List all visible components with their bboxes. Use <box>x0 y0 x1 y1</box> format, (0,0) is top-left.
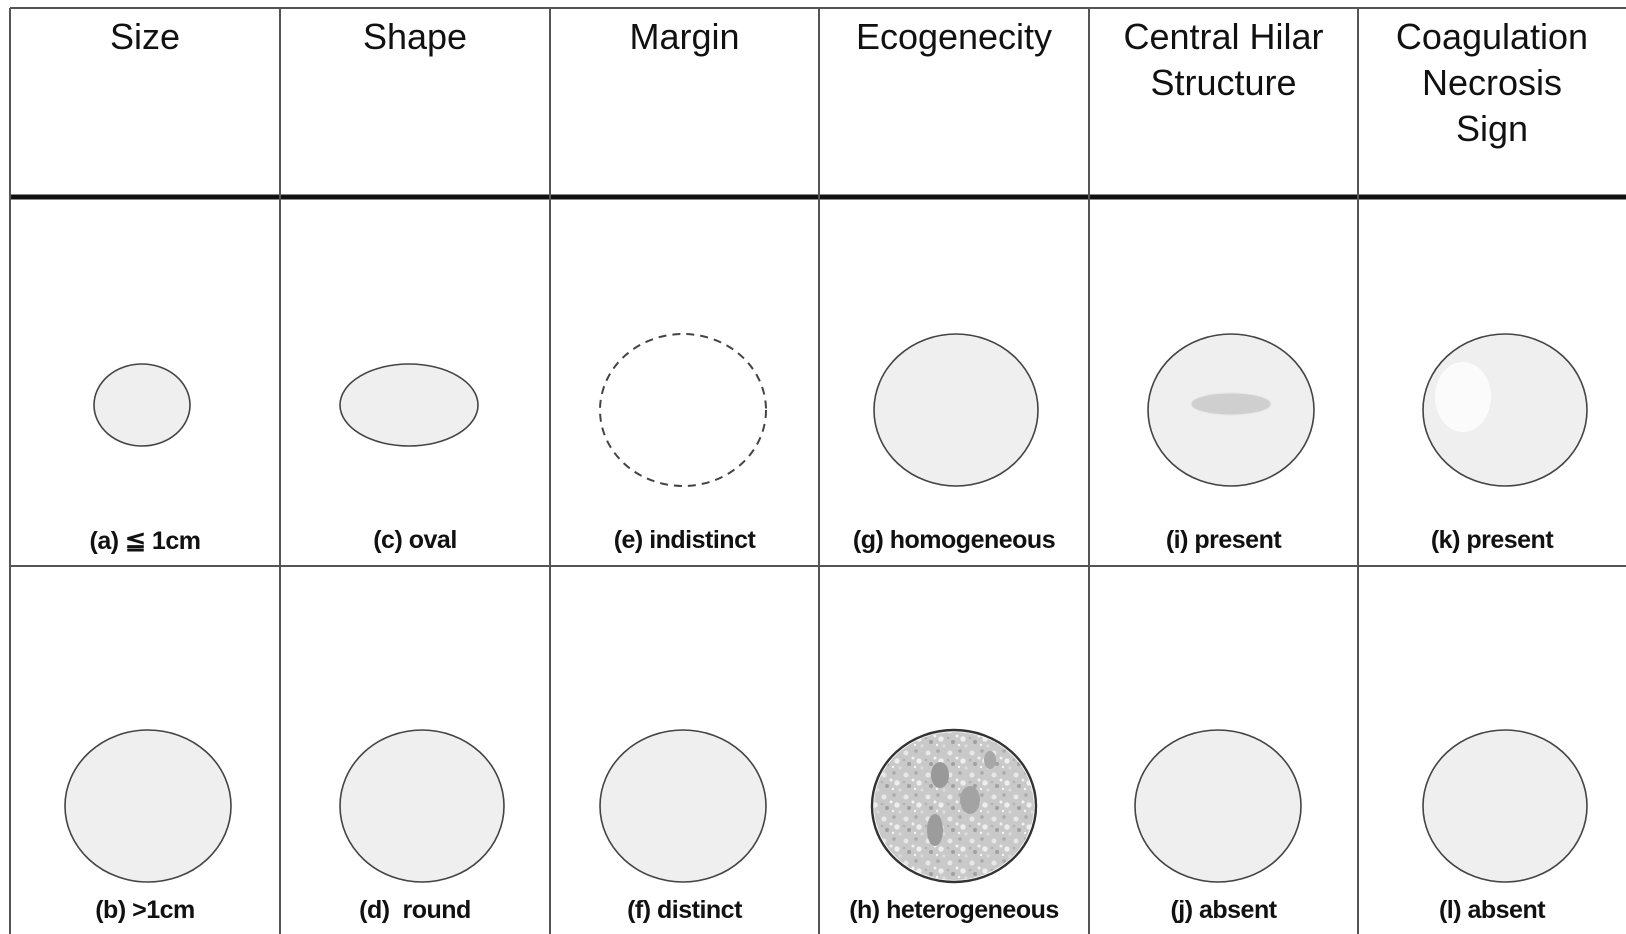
header-coagulation-necrosis-sign: Coagulation Necrosis Sign <box>1395 16 1589 149</box>
label-i: (i) present <box>1165 526 1282 554</box>
label-j: (j) absent <box>1170 896 1277 924</box>
solid-circle-shape <box>599 729 767 883</box>
heterogeneous-circle-shape <box>870 728 1038 884</box>
small-circle-shape <box>93 363 191 447</box>
label-d: (d) round <box>359 896 471 924</box>
label-h: (h) heterogeneous <box>849 896 1059 924</box>
header-ecogenecity: Ecogenecity <box>855 16 1053 57</box>
label-c: (c) oval <box>373 526 457 554</box>
hilar-structure-mark <box>1190 392 1272 416</box>
plain-circle-shape <box>1422 729 1588 883</box>
label-g: (g) homogeneous <box>852 526 1056 554</box>
label-f: (f) distinct <box>627 896 742 924</box>
header-size: Size <box>109 16 181 57</box>
label-b: (b) >1cm <box>95 896 195 924</box>
plain-circle-shape <box>1134 729 1302 883</box>
dashed-circle-shape <box>599 333 767 487</box>
header-shape: Shape <box>362 16 468 57</box>
label-a: (a) ≦ 1cm <box>89 527 201 555</box>
label-l: (l) absent <box>1438 896 1546 924</box>
oval-shape <box>339 363 479 447</box>
homogeneous-circle-shape <box>873 333 1039 487</box>
large-circle-shape <box>64 729 232 883</box>
round-circle-shape <box>339 729 505 883</box>
header-central-hilar-structure: Central Hilar Structure <box>1123 16 1324 103</box>
label-e: (e) indistinct <box>613 526 756 554</box>
necrosis-area-mark <box>1435 362 1491 432</box>
header-margin: Margin <box>629 16 740 57</box>
heterogeneous-fill <box>874 732 1034 880</box>
label-k: (k) present <box>1430 526 1554 554</box>
